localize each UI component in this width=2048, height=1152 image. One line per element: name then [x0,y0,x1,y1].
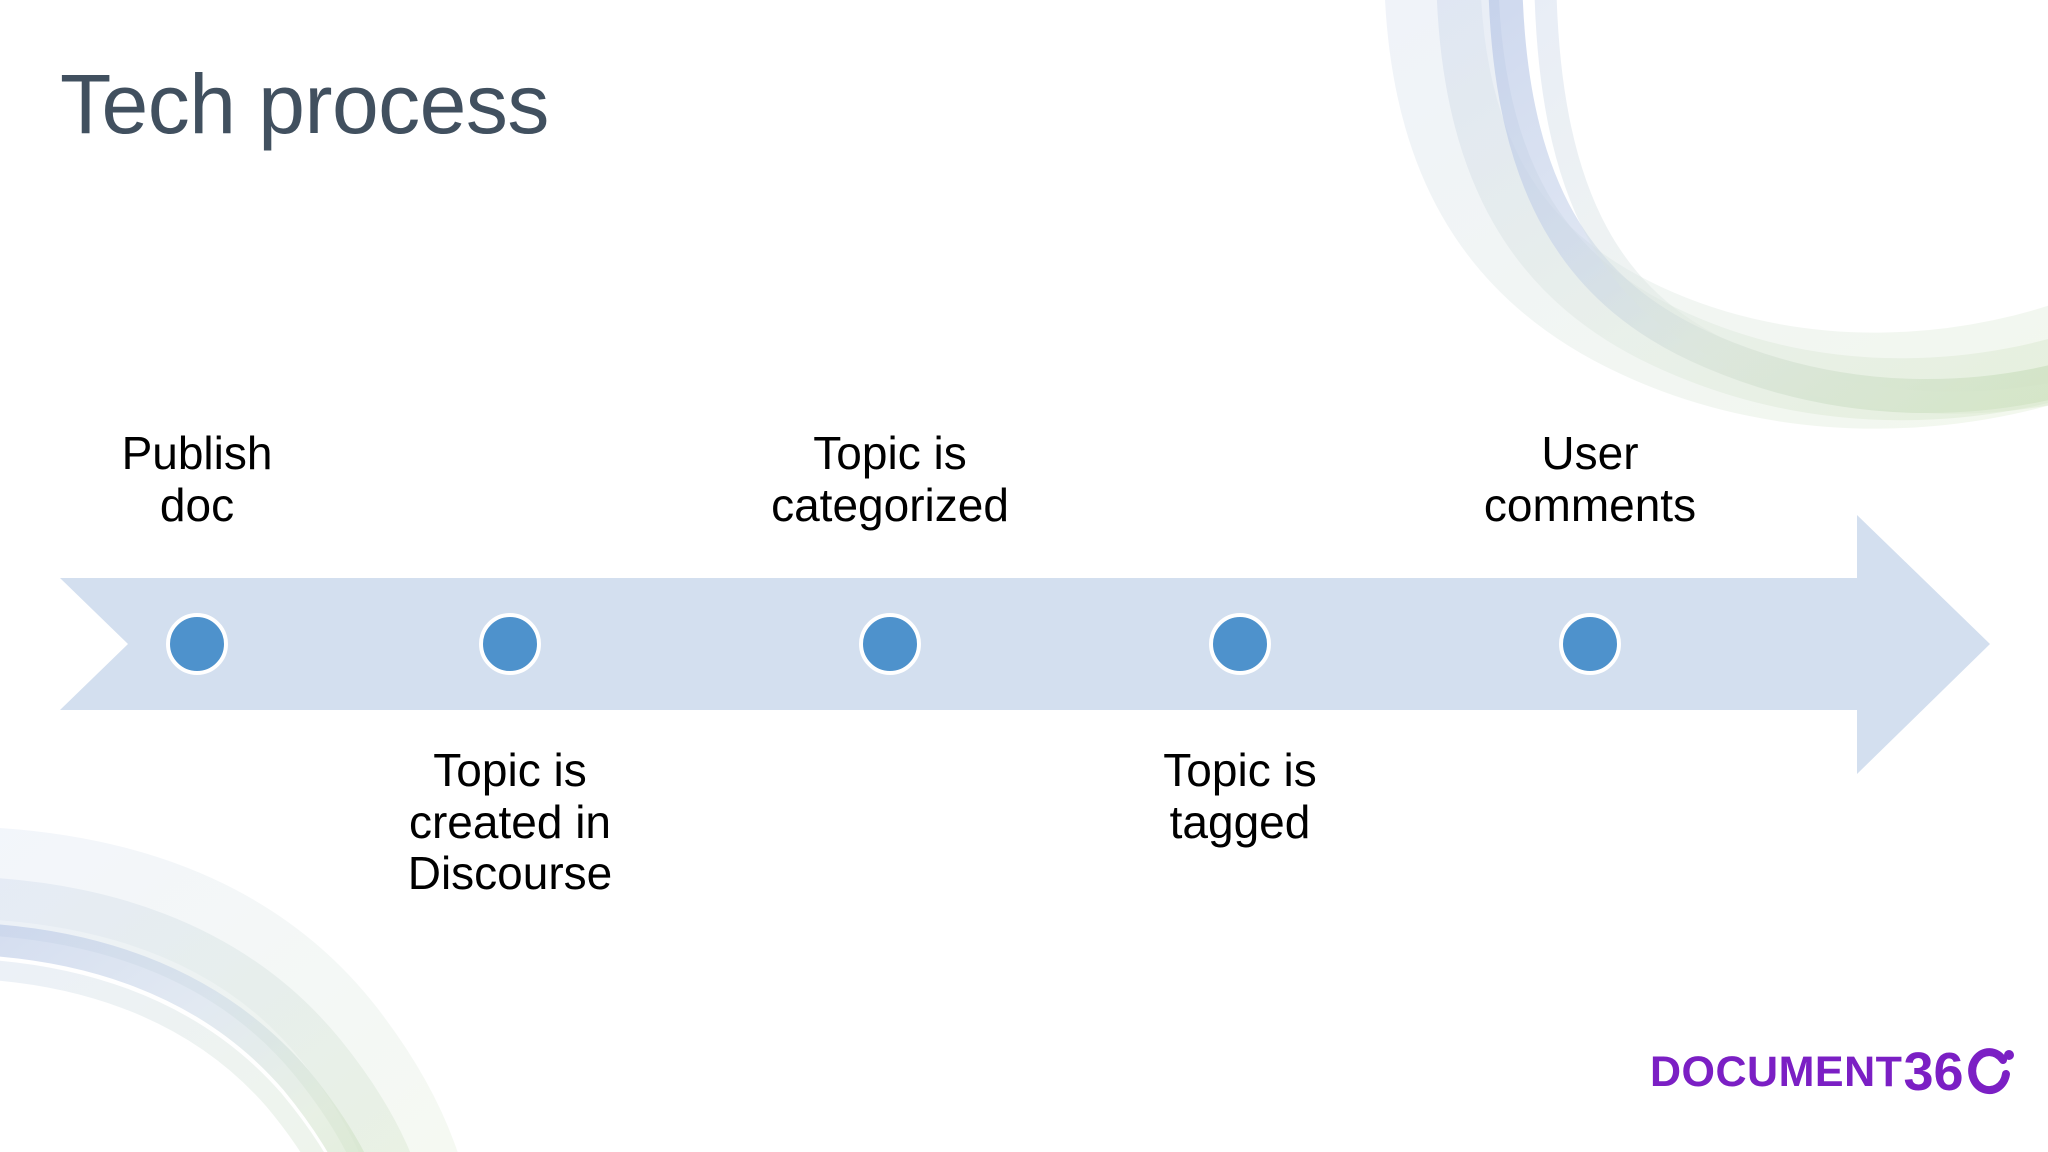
document360-logo: DOCUMENT 36 [1650,1042,2017,1102]
logo-open-circle-zero-icon [1967,1048,2014,1095]
step-label-user-comments: User comments [1483,427,1697,531]
milestone-dot-3[interactable] [859,613,921,675]
step-label-topic-categorized: Topic is categorized [771,427,1009,531]
swoosh-bottom-left-icon [0,828,458,1152]
arrow-body-shape [60,515,1990,774]
milestone-dot-1[interactable] [166,613,228,675]
step-label-topic-tagged: Topic is tagged [1163,744,1317,848]
step-label-publish-doc: Publish doc [121,427,273,531]
milestone-dot-4[interactable] [1209,613,1271,675]
swoosh-top-right-icon [1385,0,2048,429]
logo-wordmark: DOCUMENT [1650,1047,1903,1096]
logo-numerals: 36 [1903,1042,1964,1102]
milestone-dot-2[interactable] [479,613,541,675]
step-label-topic-created-in-discourse: Topic is created in Discourse [407,744,613,900]
slide-title: Tech process [60,57,549,151]
milestone-dot-5[interactable] [1559,613,1621,675]
